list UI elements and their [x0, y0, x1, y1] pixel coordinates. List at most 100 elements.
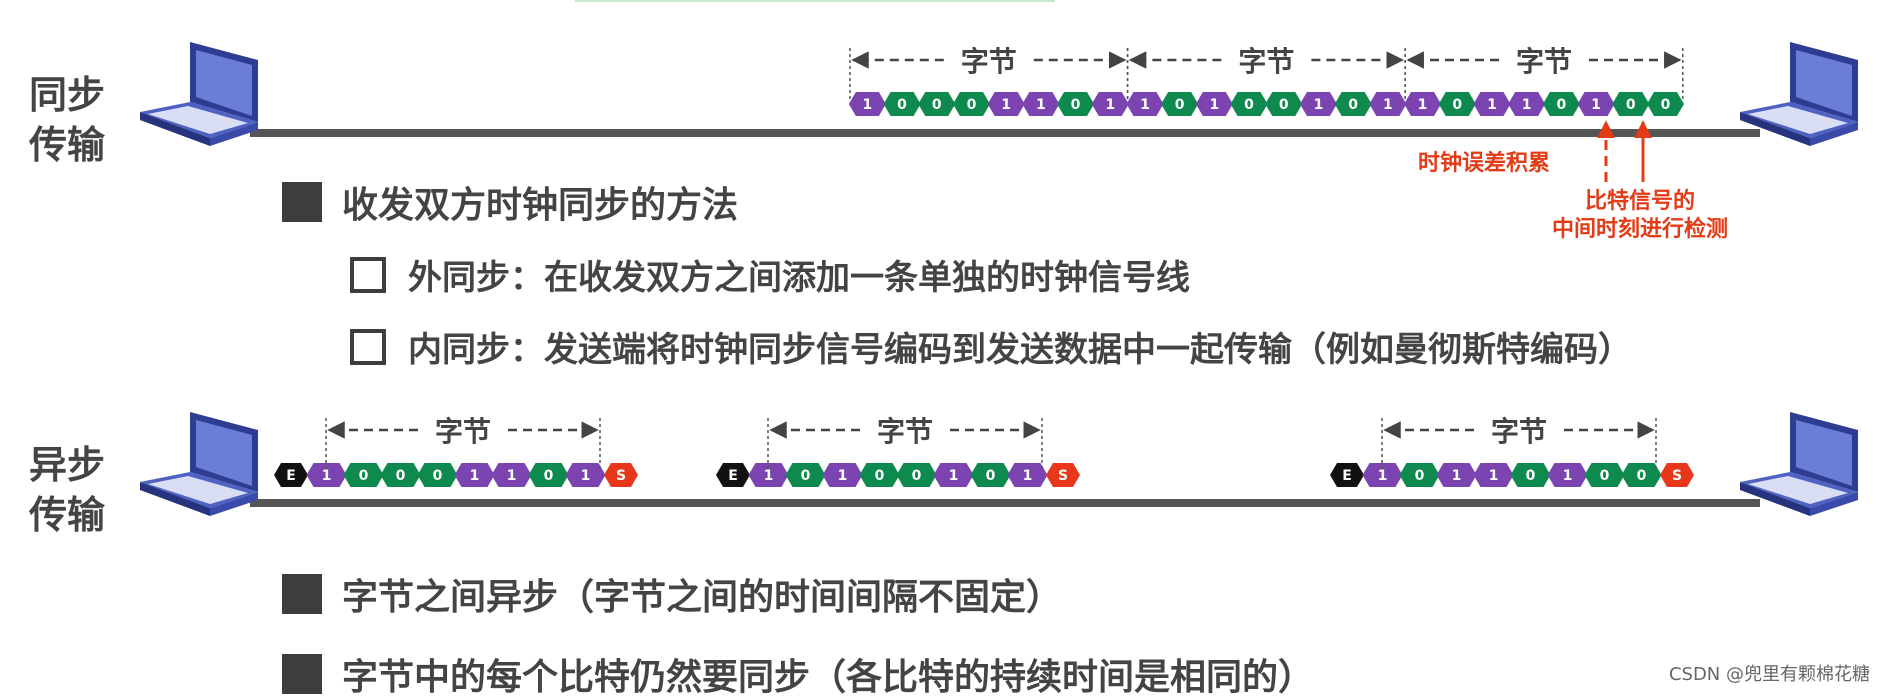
bullet-internal-sync: 内同步：发送端将时钟同步信号编码到发送数据中一起传输（例如曼彻斯特编码）: [350, 322, 1632, 371]
async-bit: [1473, 463, 1514, 487]
sync-bit-label: 1: [1522, 97, 1532, 113]
sync-bit-label: 1: [1314, 97, 1324, 113]
async-bit: [491, 463, 532, 487]
bullet-text: 字节之间异步（字节之间的时间间隔不固定）: [342, 577, 1063, 618]
sync-bit-label: 0: [1556, 97, 1566, 113]
stop-bit-label: S: [1672, 468, 1682, 484]
async-bit: [933, 463, 974, 487]
async-bit: [1007, 463, 1048, 487]
async-bit-label: 1: [1378, 468, 1388, 484]
async-byte-span-label: 字节: [877, 415, 933, 448]
bullet-external-sync: 外同步：在收发双方之间添加一条单独的时钟信号线: [350, 250, 1190, 299]
async-bit-label: 1: [1563, 468, 1573, 484]
sync-bit: [1612, 92, 1650, 116]
sync-bit-label: 1: [1591, 97, 1601, 113]
start-bit: [716, 463, 750, 487]
sync-bit-label: 1: [1140, 97, 1150, 113]
async-bit: [896, 463, 937, 487]
sync-bit: [1299, 92, 1337, 116]
async-label-line2: 传输: [28, 493, 105, 537]
async-bit: [417, 463, 458, 487]
sync-label-line1: 同步: [28, 73, 105, 117]
async-bit: [822, 463, 863, 487]
sync-bit-label: 0: [1244, 97, 1254, 113]
async-bit-label: 0: [875, 468, 885, 484]
stop-bit-label: S: [616, 468, 626, 484]
filled-square-icon: [282, 182, 322, 222]
sync-bit-label: 1: [862, 97, 872, 113]
async-bit-label: 1: [838, 468, 848, 484]
async-bit-label: 0: [986, 468, 996, 484]
bullet-text: 收发双方时钟同步的方法: [342, 185, 739, 226]
async-bit: [343, 463, 384, 487]
sync-bit: [1542, 92, 1580, 116]
async-bit: [748, 463, 789, 487]
sync-bit-label: 0: [897, 97, 907, 113]
sync-bit: [1126, 92, 1164, 116]
filled-square-icon: [282, 574, 322, 614]
async-bit-label: 1: [764, 468, 774, 484]
start-bit-label: E: [1342, 468, 1352, 484]
async-bit: [785, 463, 826, 487]
stop-bit-label: S: [1058, 468, 1068, 484]
filled-square-icon: [282, 654, 322, 694]
async-bit: [1362, 463, 1403, 487]
async-bit-label: 0: [1637, 468, 1647, 484]
start-bit: [1330, 463, 1364, 487]
async-bit-label: 0: [396, 468, 406, 484]
async-bit: [1584, 463, 1625, 487]
async-label-line1: 异步: [28, 443, 105, 487]
stop-bit: [1660, 463, 1694, 487]
sync-bit: [1265, 92, 1303, 116]
stop-bit: [1046, 463, 1080, 487]
sync-bit: [848, 92, 886, 116]
async-bit: [528, 463, 569, 487]
async-bit-label: 1: [1023, 468, 1033, 484]
async-bit-label: 1: [1489, 468, 1499, 484]
sync-bit-label: 0: [1071, 97, 1081, 113]
sync-bit-label: 1: [1418, 97, 1428, 113]
async-transmission-label: 异步 传输: [22, 440, 112, 540]
async-bit-label: 1: [581, 468, 591, 484]
sync-bit-label: 1: [1036, 97, 1046, 113]
async-bit: [1436, 463, 1477, 487]
sync-bit: [952, 92, 990, 116]
sync-byte-span-label: 字节: [1516, 45, 1572, 78]
bullet-async-bits: 字节中的每个比特仍然要同步（各比特的持续时间是相同的）: [282, 648, 1314, 700]
bullet-text: 内同步：发送端将时钟同步信号编码到发送数据中一起传输（例如曼彻斯特编码）: [408, 330, 1632, 370]
sync-byte-span-label: 字节: [1238, 45, 1294, 78]
start-bit-label: E: [728, 468, 738, 484]
bullet-text: 字节中的每个比特仍然要同步（各比特的持续时间是相同的）: [342, 657, 1315, 698]
bit-detect-line1: 比特信号的: [1584, 189, 1695, 214]
sync-bit: [1577, 92, 1615, 116]
async-bit: [1399, 463, 1440, 487]
sync-bit-label: 0: [1279, 97, 1289, 113]
async-bit: [454, 463, 495, 487]
async-bit: [1621, 463, 1662, 487]
sync-bit: [1404, 92, 1442, 116]
async-bit-label: 0: [1526, 468, 1536, 484]
sync-bit-label: 1: [1105, 97, 1115, 113]
sync-bit: [1091, 92, 1129, 116]
async-bit: [859, 463, 900, 487]
watermark: CSDN @兜里有颗棉花糖: [1668, 664, 1870, 685]
async-bit-label: 1: [470, 468, 480, 484]
bit-detect-line2: 中间时刻进行检测: [1551, 217, 1728, 242]
hollow-square-icon: [350, 256, 386, 293]
async-bit: [306, 463, 347, 487]
start-bit: [274, 463, 308, 487]
sync-bit: [918, 92, 956, 116]
async-bit: [380, 463, 421, 487]
start-bit-label: E: [286, 468, 296, 484]
sync-transmission-label: 同步 传输: [22, 70, 112, 170]
sync-bit: [1230, 92, 1268, 116]
sync-bit: [987, 92, 1025, 116]
sync-bit: [1057, 92, 1095, 116]
async-bit-label: 1: [1452, 468, 1462, 484]
async-bit: [1510, 463, 1551, 487]
sync-bit: [1646, 92, 1684, 116]
async-bit-label: 0: [912, 468, 922, 484]
sync-bit-label: 0: [1626, 97, 1636, 113]
async-bit-label: 0: [433, 468, 443, 484]
